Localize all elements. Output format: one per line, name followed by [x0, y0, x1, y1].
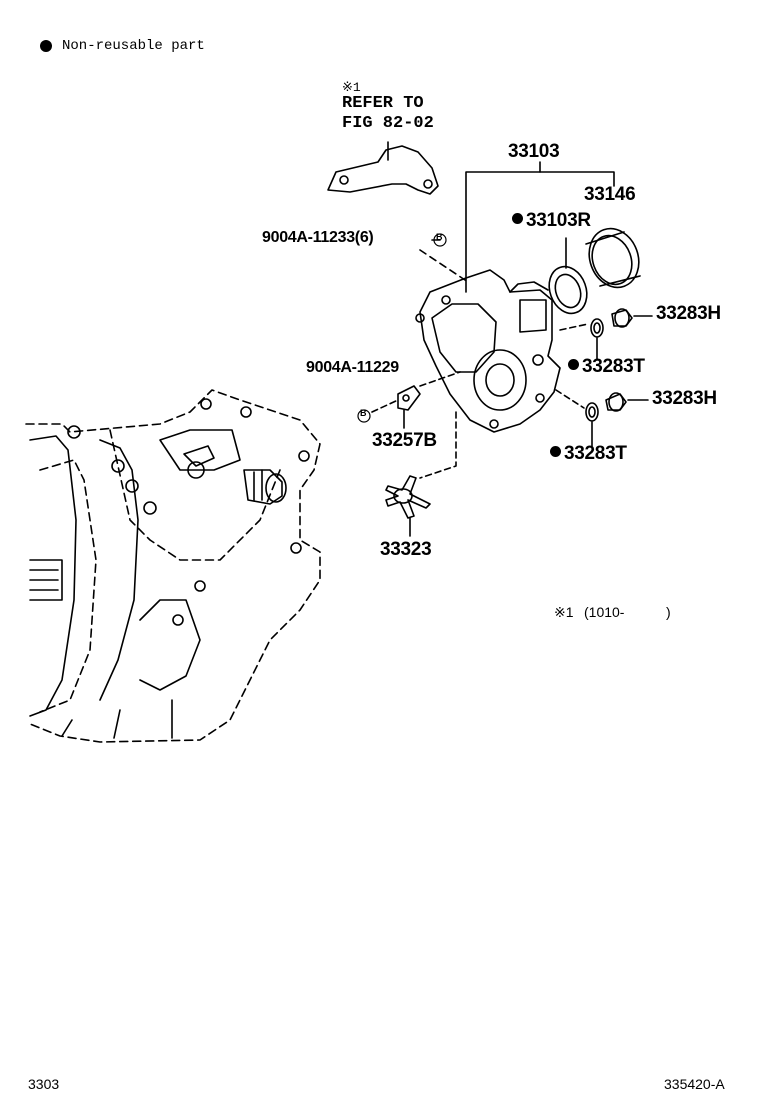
oil-seal-33103R — [548, 237, 588, 315]
gasket-33283T-lower — [585, 402, 599, 447]
non-reusable-dot-icon — [568, 359, 579, 371]
bolt-mark-upper: B — [436, 232, 443, 242]
non-reusable-dot-icon — [550, 446, 561, 458]
bolt-marks — [357, 233, 447, 423]
bracket-part — [327, 141, 439, 195]
transmission-body — [25, 389, 321, 743]
note-close: ) — [666, 604, 671, 620]
label-9004A-11233: 9004A-11233(6) — [262, 229, 374, 246]
label-9004A-11229: 9004A-11229 — [306, 359, 399, 376]
refer-line1: REFER TO — [342, 94, 424, 113]
non-reusable-dot-icon — [512, 213, 523, 225]
label-33103R: 33103R — [512, 210, 591, 232]
label-33257B: 33257B — [372, 430, 437, 451]
footer-illustration-code: 335420-A — [664, 1076, 725, 1092]
legend-text: Non-reusable part — [62, 38, 205, 54]
refer-mark: ※1 — [342, 80, 361, 95]
plug-33283H-upper — [611, 308, 653, 328]
label-33146: 33146 — [584, 184, 636, 205]
refer-line2: FIG 82-02 — [342, 114, 434, 133]
label-33283H-lower: 33283H — [652, 388, 717, 409]
note-range: (1010- — [584, 604, 625, 620]
label-33283T-lower: 33283T — [550, 443, 627, 465]
footer-figure-number: 3303 — [28, 1076, 60, 1092]
legend: Non-reusable part — [40, 38, 205, 54]
label-33103: 33103 — [508, 141, 560, 162]
gasket-33283T-upper — [590, 318, 604, 361]
bolt-mark-lower: B — [360, 408, 367, 418]
note-mark: ※1 — [554, 604, 574, 620]
extension-housing — [415, 269, 561, 433]
seal-33146 — [585, 227, 641, 289]
label-33283T-upper: 33283T — [568, 356, 645, 378]
label-33323: 33323 — [380, 539, 432, 560]
shift-head-33323 — [385, 475, 431, 537]
label-33283H-upper: 33283H — [656, 303, 721, 324]
lock-plate-33257B — [397, 385, 421, 429]
non-reusable-dot-icon — [40, 40, 52, 52]
transmission-detail — [29, 398, 310, 739]
plug-33283H-lower — [605, 392, 649, 412]
